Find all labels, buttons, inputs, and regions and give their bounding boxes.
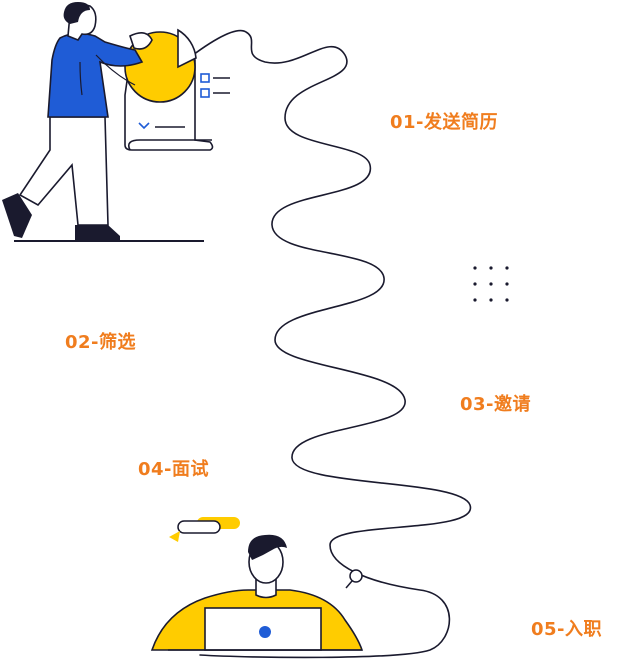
step-label-onboarding: 05-入职: [531, 619, 603, 640]
step-label-interview: 04-面试: [138, 459, 210, 480]
person-with-pie-chart-illustration: [2, 2, 230, 242]
path-end-circle-icon: [349, 569, 363, 583]
step-label-screening: 02-筛选: [65, 332, 137, 353]
pill-shapes-icon: [169, 517, 240, 542]
person-at-laptop-illustration: [150, 534, 364, 651]
step-label-invitation: 03-邀请: [460, 394, 532, 415]
step-label-send-resume: 01-发送简历: [390, 112, 499, 133]
dot-grid-icon: [473, 266, 509, 302]
